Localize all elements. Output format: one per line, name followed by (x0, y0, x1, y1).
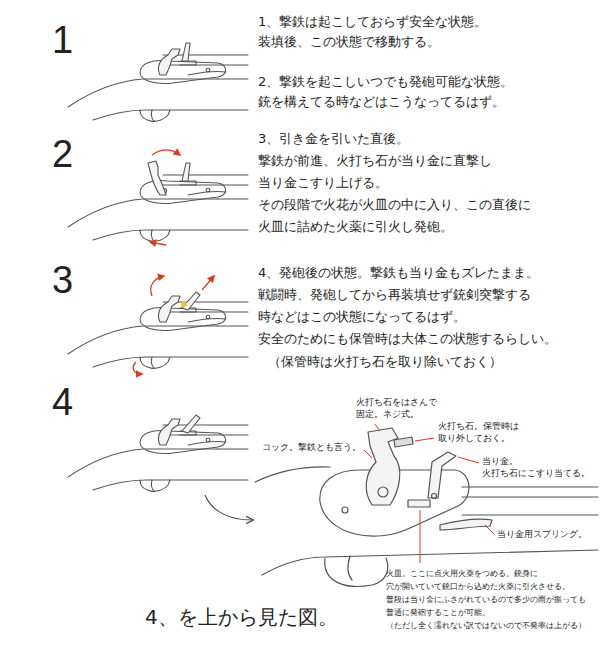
text-line: 時などはこの状態になってるはず。 (258, 306, 557, 328)
text-line: 火皿。ここに点火用火薬をつめる。銃身に (386, 567, 586, 580)
step-number: 3 (52, 258, 73, 302)
part-callout: 火打ち石。保管時は 取り外しておく。 (438, 420, 519, 444)
part-callout: コック。撃鉄とも言う。 (262, 441, 361, 453)
text-line: コック。撃鉄とも言う。 (262, 441, 361, 453)
text-line: 4、を上から見た図。 (145, 603, 338, 631)
step-number: 1 (52, 18, 73, 62)
text-line: （保管時は火打ち石を取り除いておく） (268, 352, 502, 372)
text-line: 3 (52, 258, 73, 302)
part-callout: 当り金。 火打ち石にこすり当てる。 (482, 455, 590, 479)
text-line: 穴が開いていて銃口から込めた火薬に引火させる。 (386, 580, 586, 593)
part-callout: 当り金用スプリング。 (497, 528, 587, 540)
step-number: 4 (52, 380, 73, 424)
step-number: 2 (52, 132, 73, 176)
step-description: 4、発砲後の状態。撃鉄も当り金もズレたまま。 戦闘時、発砲してから再装填せず銃剣… (258, 262, 557, 350)
step-description: 2、撃鉄を起こしいつでも発砲可能な状態。 銃を構えてる時などはこうなってるはず。 (258, 72, 513, 112)
text-line: その段階で火花が火皿の中に入り、この直後に (258, 194, 531, 216)
figure-caption: 4、を上から見た図。 (145, 603, 338, 631)
text-line: 火打ち石。保管時は (438, 420, 519, 432)
step-description: 1、撃鉄は起こしておらず安全な状態。 装填後、この状態で移動する。 (258, 12, 487, 52)
text-line: 普段は当り金にふさがれているので多少の雨が振っても (386, 593, 586, 606)
text-line: 火打ち石をはさんで (356, 396, 437, 408)
text-line: （ただし全く濡れない訳ではないので不発率は上がる） (386, 619, 586, 632)
text-line: 3、引き金を引いた直後。 (258, 128, 531, 150)
step-note: （保管時は火打ち石を取り除いておく） (268, 352, 502, 372)
lock-sketch-4 (68, 415, 248, 491)
text-line: 火打ち石にこすり当てる。 (482, 467, 590, 479)
text-line: 安全のためにも保管時は大体この状態するらしい。 (258, 328, 557, 350)
text-line: 装填後、この状態で移動する。 (258, 32, 487, 52)
pointer-arrow (205, 495, 252, 520)
text-line: 普通に発砲することが可能。 (386, 606, 586, 619)
text-line: 当り金こすり上げる。 (258, 172, 531, 194)
part-callout: 火皿。ここに点火用火薬をつめる。銃身に 穴が開いていて銃口から込めた火薬に引火さ… (386, 567, 586, 632)
text-line: 火皿に詰めた火薬に引火し発砲。 (258, 216, 531, 238)
lock-sketch-3 (68, 276, 248, 374)
text-line: 当り金用スプリング。 (497, 528, 587, 540)
text-line: 取り外しておく。 (438, 432, 519, 444)
text-line: 固定。ネジ式。 (356, 408, 437, 420)
text-line: 戦闘時、発砲してから再装填せず銃剣突撃する (258, 284, 557, 306)
text-line: 銃を構えてる時などはこうなってるはず。 (258, 92, 513, 112)
text-line: 4、発砲後の状態。撃鉄も当り金もズレたまま。 (258, 262, 557, 284)
part-callout: 火打ち石をはさんで 固定。ネジ式。 (356, 396, 437, 420)
text-line: 当り金。 (482, 455, 590, 467)
text-line: 1、撃鉄は起こしておらず安全な状態。 (258, 12, 487, 32)
text-line: 1 (52, 18, 73, 62)
leader-lines (364, 424, 494, 563)
lock-sketch-2 (68, 150, 248, 245)
step-description: 3、引き金を引いた直後。 撃鉄が前進、火打ち石が当り金に直撃し 当り金こすり上げ… (258, 128, 531, 238)
text-line: 撃鉄が前進、火打ち石が当り金に直撃し (258, 150, 531, 172)
lock-sketch-1 (68, 43, 248, 121)
text-line: 2 (52, 132, 73, 176)
text-line: 4 (52, 380, 73, 424)
text-line: 2、撃鉄を起こしいつでも発砲可能な状態。 (258, 72, 513, 92)
lock-detail (255, 428, 598, 586)
